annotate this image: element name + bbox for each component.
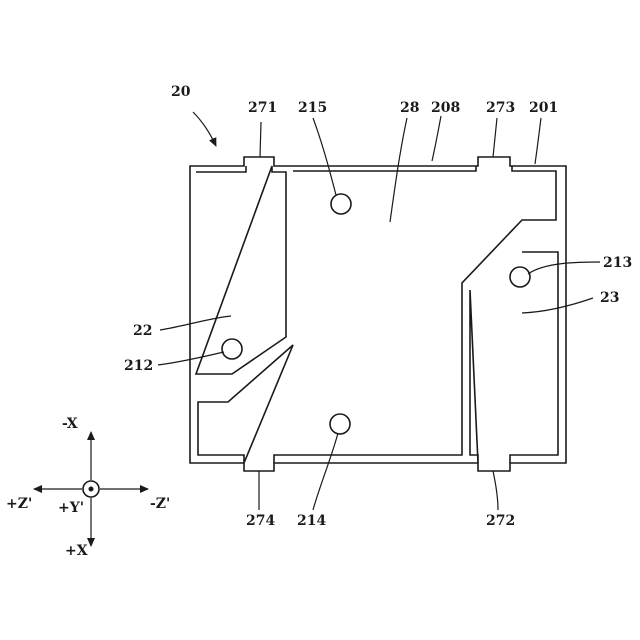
hole-212 <box>222 339 242 359</box>
leader-28 <box>390 118 407 222</box>
left-region-22 <box>196 166 286 374</box>
label-28: 28 <box>400 100 419 116</box>
axis-indicator: -X +X +Z' -Z' +Y' <box>6 416 170 559</box>
label-212: 212 <box>124 358 153 374</box>
outer-frame <box>190 157 566 471</box>
label-215: 215 <box>298 100 327 116</box>
label-273: 273 <box>486 100 515 116</box>
label-214: 214 <box>297 513 326 529</box>
main-region-28 <box>198 166 556 463</box>
leader-271 <box>260 122 261 157</box>
label-208: 208 <box>431 100 460 116</box>
leader-272 <box>493 471 498 510</box>
leader-201 <box>535 118 541 164</box>
label-213: 213 <box>603 255 632 271</box>
label-274: 274 <box>246 513 275 529</box>
axis-label-up: -X <box>62 416 78 432</box>
leader-212 <box>158 352 224 365</box>
hole-214 <box>330 414 350 434</box>
leader-208 <box>432 116 441 161</box>
axis-label-down: +X <box>65 543 88 559</box>
label-23: 23 <box>600 290 619 306</box>
leader-215 <box>313 118 336 195</box>
hole-213 <box>510 267 530 287</box>
right-region-23 <box>470 252 558 463</box>
axis-label-right: -Z' <box>150 496 170 512</box>
leader-22 <box>160 316 231 330</box>
leader-20 <box>193 112 216 146</box>
label-271: 271 <box>248 100 277 116</box>
label-272: 272 <box>486 513 515 529</box>
leader-214 <box>313 433 338 510</box>
leader-273 <box>493 118 497 157</box>
label-201: 201 <box>529 100 558 116</box>
axis-origin-dot <box>89 487 94 492</box>
axis-label-center: +Y' <box>58 500 84 516</box>
label-22: 22 <box>133 323 152 339</box>
label-20: 20 <box>171 84 191 100</box>
leader-213 <box>528 262 600 274</box>
axis-label-left: +Z' <box>6 496 32 512</box>
hole-215 <box>331 194 351 214</box>
